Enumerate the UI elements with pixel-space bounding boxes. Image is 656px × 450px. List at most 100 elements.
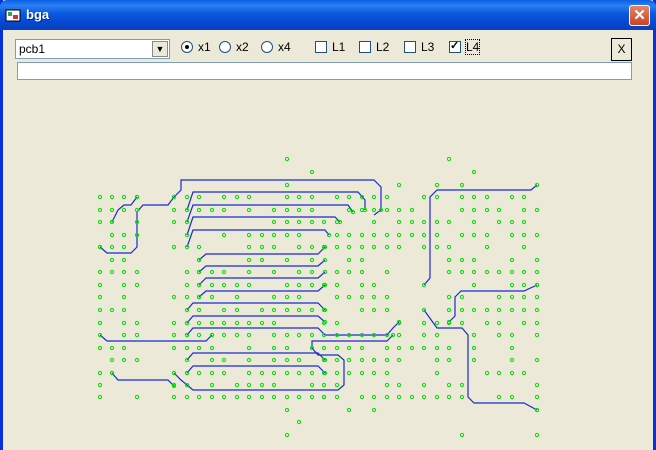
pcb-board-canvas[interactable]: [3, 86, 653, 450]
pad: [134, 207, 140, 213]
pad: [309, 345, 315, 351]
close-view-button[interactable]: X: [611, 38, 632, 61]
layer-l1-checkbox[interactable]: [315, 41, 327, 53]
pad: [121, 320, 127, 326]
pad: [246, 382, 252, 388]
pad: [259, 244, 265, 250]
pad: [534, 294, 540, 300]
pad: [459, 207, 465, 213]
close-window-button[interactable]: ✕: [629, 5, 650, 26]
pad: [309, 257, 315, 263]
pad: [284, 357, 290, 363]
pad: [97, 332, 103, 338]
board-select[interactable]: pcb1 ▼: [15, 39, 170, 59]
trace: [173, 334, 394, 391]
pad: [371, 357, 377, 363]
layer-l2-option[interactable]: L2: [359, 39, 389, 55]
pad: [322, 370, 328, 376]
pad: [284, 394, 290, 400]
pad: [459, 194, 465, 200]
layer-l2-checkbox[interactable]: [359, 41, 371, 53]
pad: [246, 332, 252, 338]
pad: [109, 257, 115, 263]
pad: [309, 282, 315, 288]
pad: [121, 232, 127, 238]
pad: [196, 294, 202, 300]
pad: [484, 307, 490, 313]
pad: [184, 282, 190, 288]
pad: [421, 232, 427, 238]
pad: [309, 207, 315, 213]
zoom-x4-option[interactable]: x4: [261, 39, 291, 55]
pad: [384, 332, 390, 338]
pad: [371, 332, 377, 338]
pad: [384, 394, 390, 400]
pad: [97, 219, 103, 225]
zoom-x4-radio[interactable]: [261, 41, 273, 53]
pad: [396, 182, 402, 188]
pad: [322, 307, 328, 313]
pad: [359, 370, 365, 376]
pad: [446, 319, 452, 325]
pad: [322, 282, 328, 288]
zoom-x2-option[interactable]: x2: [219, 39, 249, 55]
zoom-x1-radio[interactable]: [181, 41, 193, 53]
pad: [446, 269, 452, 275]
path-input[interactable]: [17, 62, 632, 80]
layer-l1-option[interactable]: L1: [315, 39, 345, 55]
pad: [322, 357, 328, 363]
trace: [186, 365, 326, 374]
pad: [459, 432, 465, 438]
pad: [371, 219, 377, 225]
layer-l4-option[interactable]: L4: [449, 39, 481, 55]
pad: [446, 294, 452, 300]
pad: [209, 357, 215, 363]
layer-l3-option[interactable]: L3: [404, 39, 434, 55]
pad: [359, 345, 365, 351]
pad: [390, 332, 396, 338]
pad: [346, 269, 352, 275]
pad: [121, 269, 127, 275]
pad: [521, 244, 527, 250]
pad: [350, 209, 356, 215]
pad: [446, 219, 452, 225]
pad: [534, 307, 540, 313]
pad: [521, 207, 527, 213]
pad: [196, 345, 202, 351]
pad: [509, 232, 515, 238]
pad: [346, 407, 352, 413]
pad: [384, 232, 390, 238]
pad: [509, 257, 515, 263]
pad: [334, 269, 340, 275]
title-bar[interactable]: bga ✕: [0, 0, 656, 30]
zoom-x2-radio[interactable]: [219, 41, 231, 53]
pad: [296, 232, 302, 238]
chevron-down-icon[interactable]: ▼: [152, 41, 168, 57]
zoom-x1-option[interactable]: x1: [181, 39, 211, 55]
pad: [184, 332, 190, 338]
pad: [296, 357, 302, 363]
layer-l4-checkbox[interactable]: [449, 39, 461, 53]
pad: [259, 382, 265, 388]
pad: [271, 307, 277, 313]
pad: [309, 244, 315, 250]
pad: [309, 394, 315, 400]
layer-l1-label: L1: [332, 40, 346, 54]
pad: [334, 357, 340, 363]
pad: [246, 207, 252, 213]
pad: [337, 219, 343, 225]
pad: [484, 232, 490, 238]
layer-l3-checkbox[interactable]: [404, 41, 416, 53]
window-title: bga: [26, 7, 50, 22]
pad: [97, 307, 103, 313]
pad: [471, 307, 477, 313]
pad: [121, 257, 127, 263]
pad: [109, 269, 115, 275]
pad: [309, 169, 315, 175]
trace: [186, 216, 341, 236]
trace: [173, 179, 382, 216]
pad: [271, 320, 277, 326]
pad: [359, 294, 365, 300]
pad: [109, 194, 115, 200]
pad: [171, 194, 177, 200]
